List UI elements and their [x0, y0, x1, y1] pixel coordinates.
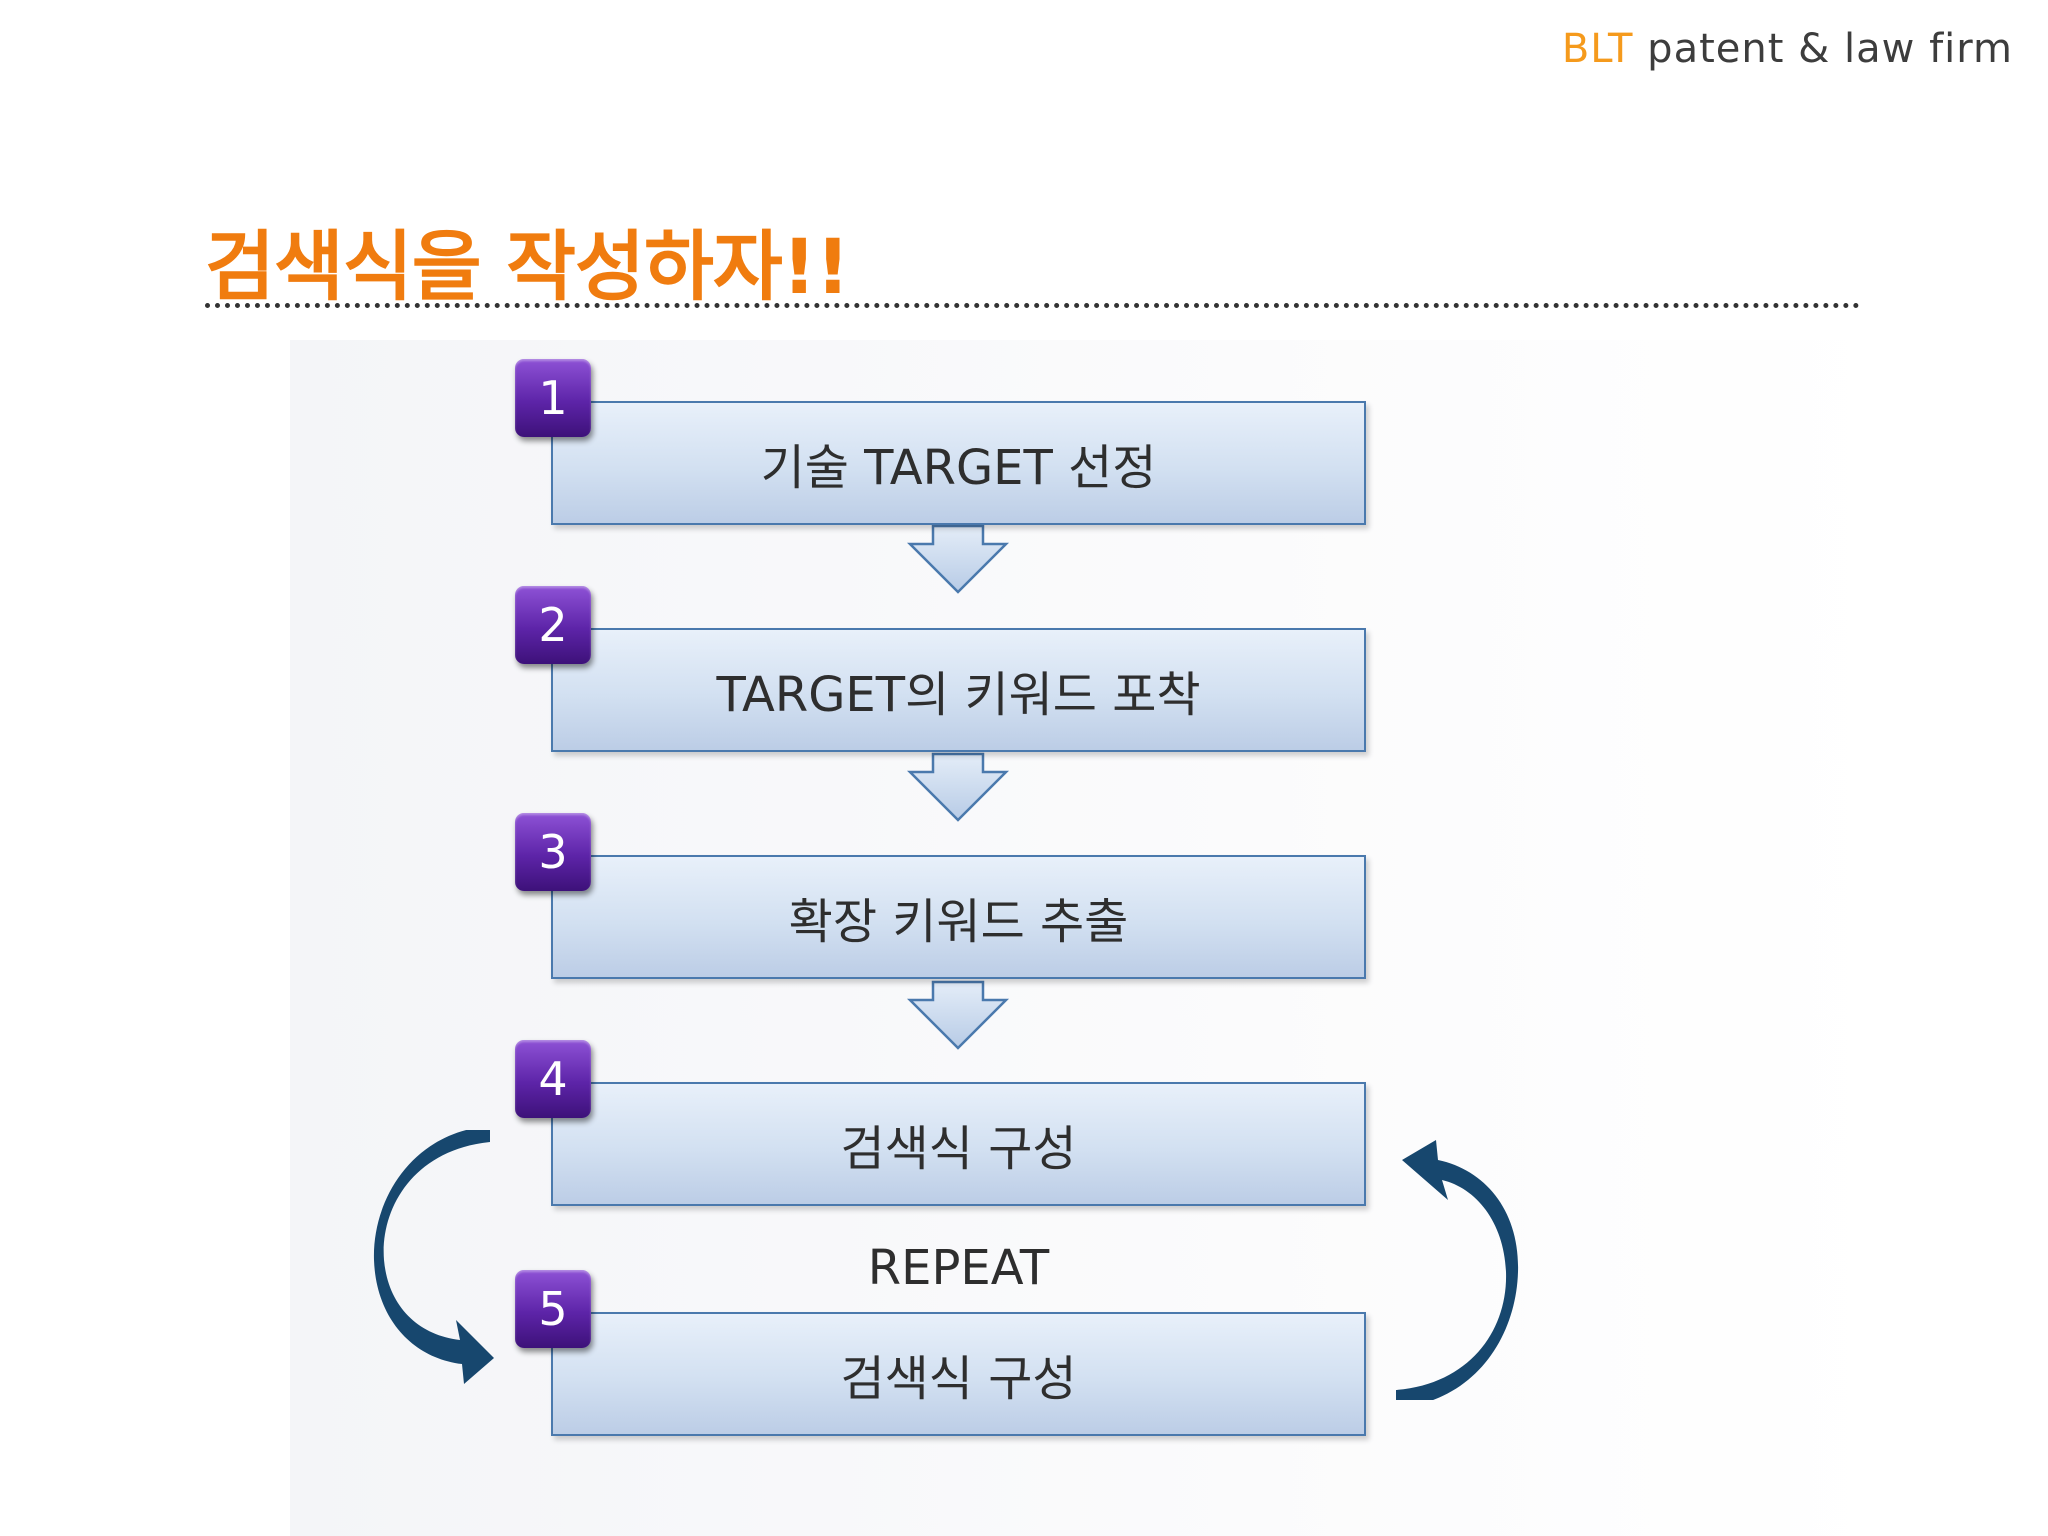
step-box-3: 확장 키워드 추출 — [551, 855, 1366, 979]
step-number-badge-5: 5 — [515, 1270, 591, 1348]
repeat-label: REPEAT — [867, 1240, 1050, 1296]
down-arrow-icon — [906, 524, 1010, 594]
step-box-5: 검색식 구성 — [551, 1312, 1366, 1436]
page-title: 검색식을 작성하자!! — [205, 222, 850, 311]
brand-accent-text: BLT — [1561, 26, 1634, 72]
loop-arrow-left-icon — [373, 1130, 494, 1384]
brand-name-text: patent & law firm — [1633, 26, 2013, 72]
step-number: 4 — [538, 1052, 568, 1106]
loop-arrow-right-icon — [1396, 1140, 1519, 1400]
step-number: 5 — [538, 1282, 568, 1336]
step-number: 2 — [538, 598, 568, 652]
brand-logo: BLT patent & law firm — [1562, 26, 2013, 72]
title-divider — [205, 303, 1860, 308]
step-label: 확장 키워드 추출 — [788, 894, 1129, 950]
step-label: 검색식 구성 — [840, 1121, 1077, 1177]
down-arrow-icon — [906, 980, 1010, 1050]
step-number: 3 — [538, 825, 568, 879]
step-label: TARGET의 키워드 포착 — [716, 667, 1201, 723]
down-arrow-icon — [906, 752, 1010, 822]
step-box-1: 기술 TARGET 선정 — [551, 401, 1366, 525]
step-number-badge-1: 1 — [515, 359, 591, 437]
step-number-badge-3: 3 — [515, 813, 591, 891]
step-box-2: TARGET의 키워드 포착 — [551, 628, 1366, 752]
step-box-4: 검색식 구성 — [551, 1082, 1366, 1206]
step-number-badge-2: 2 — [515, 586, 591, 664]
step-number-badge-4: 4 — [515, 1040, 591, 1118]
step-label: 검색식 구성 — [840, 1351, 1077, 1407]
step-label: 기술 TARGET 선정 — [760, 440, 1157, 496]
step-number: 1 — [538, 371, 568, 425]
